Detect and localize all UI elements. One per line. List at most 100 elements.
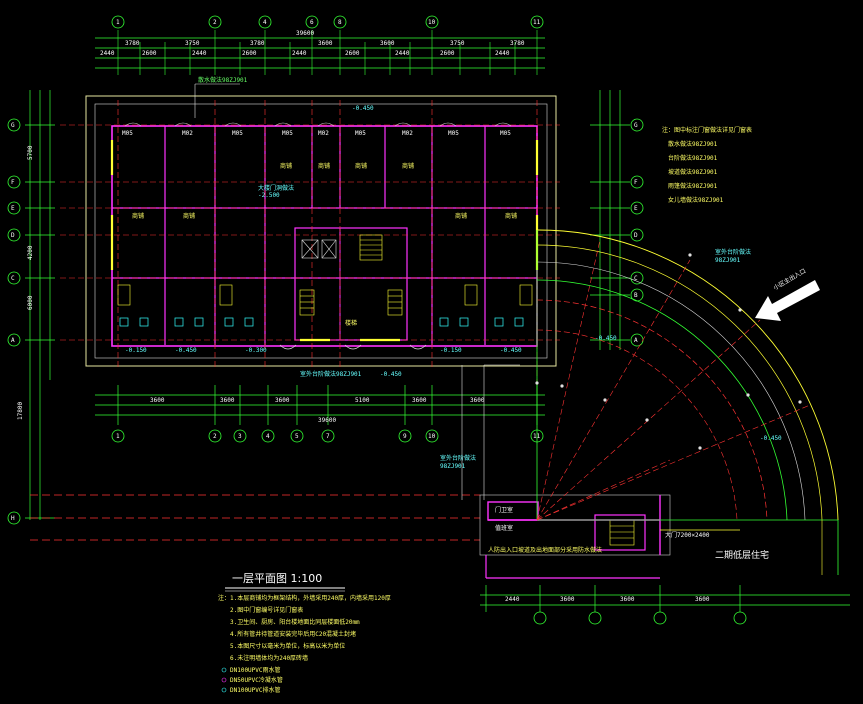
- guard-labels: 门卫室 值班室 人防出入口坡道及出地面部分采用防水做法 大门7200×2400 …: [440, 454, 769, 561]
- svg-text:M02: M02: [318, 130, 329, 137]
- svg-text:-0.300: -0.300: [245, 347, 267, 354]
- svg-text:室外台阶做法98ZJ901: 室外台阶做法98ZJ901: [300, 370, 362, 378]
- svg-text:10: 10: [428, 433, 436, 440]
- svg-text:M05: M05: [448, 130, 459, 137]
- top-total-dim: 39600: [296, 30, 314, 37]
- svg-text:雨篷做法98ZJ901: 雨篷做法98ZJ901: [668, 182, 718, 190]
- svg-text:2600: 2600: [345, 50, 360, 57]
- svg-text:散水做法98ZJ901: 散水做法98ZJ901: [198, 76, 248, 84]
- svg-text:商铺: 商铺: [183, 212, 195, 220]
- svg-text:3600: 3600: [275, 397, 290, 404]
- bottom-axis-labels: 1 2 3 4 5 7 9 10 11: [116, 433, 541, 440]
- svg-text:F: F: [11, 179, 15, 186]
- radial-points: [535, 253, 802, 450]
- svg-text:2440: 2440: [192, 50, 207, 57]
- top-dimension-chain: [95, 37, 545, 69]
- svg-text:3600: 3600: [380, 40, 395, 47]
- top-axis-bubbles: [111, 15, 544, 29]
- radial-lines: [536, 239, 811, 521]
- svg-text:商铺: 商铺: [355, 162, 367, 170]
- svg-text:-0.450: -0.450: [595, 335, 617, 342]
- svg-text:商铺: 商铺: [280, 162, 292, 170]
- road-lines: [30, 364, 520, 541]
- svg-text:2.图中门窗编号详见门窗表: 2.图中门窗编号详见门窗表: [230, 606, 303, 614]
- svg-text:室外台阶做法: 室外台阶做法: [715, 248, 751, 256]
- svg-text:10: 10: [428, 19, 436, 26]
- svg-text:3780: 3780: [125, 40, 140, 47]
- svg-text:7: 7: [326, 433, 330, 440]
- svg-text:大门7200×2400: 大门7200×2400: [665, 531, 710, 539]
- svg-text:3600: 3600: [412, 397, 427, 404]
- svg-text:M02: M02: [402, 130, 413, 137]
- svg-text:98ZJ901: 98ZJ901: [440, 463, 466, 470]
- red-axis-grid: [60, 100, 560, 420]
- svg-text:商铺: 商铺: [318, 162, 330, 170]
- entrance-arrow: 小区主出入口: [755, 267, 820, 321]
- svg-text:5: 5: [295, 433, 299, 440]
- svg-text:17800: 17800: [17, 402, 24, 420]
- drawing-title: 一层平面图 1:100: [225, 572, 345, 592]
- svg-text:M05: M05: [122, 130, 133, 137]
- svg-text:门卫室: 门卫室: [495, 506, 513, 514]
- bottom-right-dims: [480, 585, 850, 612]
- svg-text:-0.150: -0.150: [440, 347, 462, 354]
- svg-text:39600: 39600: [318, 417, 336, 424]
- svg-text:2: 2: [213, 433, 217, 440]
- right-axis-bubbles: [630, 118, 644, 347]
- svg-text:2440: 2440: [495, 50, 510, 57]
- room-labels: M05 M02 M05 M05 M02 M05 M02 M05 M05 商铺 商…: [122, 105, 517, 327]
- bottom-dim-texts: 3600 3600 3600 5100 3600 3600 39600: [150, 397, 485, 424]
- svg-text:-0.450: -0.450: [760, 435, 782, 442]
- door-swings: [124, 122, 512, 350]
- svg-text:散水做法98ZJ901: 散水做法98ZJ901: [668, 140, 718, 148]
- svg-text:3750: 3750: [450, 40, 465, 47]
- svg-text:F: F: [634, 179, 638, 186]
- svg-text:98ZJ901: 98ZJ901: [715, 257, 741, 264]
- svg-text:2600: 2600: [440, 50, 455, 57]
- svg-text:一层平面图 1:100: 一层平面图 1:100: [232, 572, 322, 585]
- svg-text:坡道做法98ZJ901: 坡道做法98ZJ901: [668, 168, 718, 176]
- svg-text:8: 8: [338, 19, 342, 26]
- left-axis-labels: G F E D C A H: [11, 122, 15, 522]
- svg-text:2600: 2600: [242, 50, 257, 57]
- svg-text:2440: 2440: [292, 50, 307, 57]
- svg-text:M05: M05: [500, 130, 511, 137]
- svg-text:1: 1: [116, 433, 120, 440]
- svg-text:2440: 2440: [505, 596, 520, 603]
- svg-text:-0.450: -0.450: [500, 347, 522, 354]
- svg-text:G: G: [11, 122, 15, 129]
- svg-text:商铺: 商铺: [402, 162, 414, 170]
- svg-text:商铺: 商铺: [455, 212, 467, 220]
- svg-text:人防出入口坡道及出地面部分采用防水做法: 人防出入口坡道及出地面部分采用防水做法: [488, 546, 602, 554]
- right-dimension-chain: [590, 90, 630, 350]
- right-axis-labels: G F E D C B A: [634, 122, 638, 344]
- svg-text:台阶做法98ZJ901: 台阶做法98ZJ901: [668, 154, 718, 162]
- svg-text:6: 6: [310, 19, 314, 26]
- svg-text:二期低层住宅: 二期低层住宅: [715, 549, 769, 561]
- svg-text:3.卫生间、厨房、阳台楼地面比同层楼面低20mm: 3.卫生间、厨房、阳台楼地面比同层楼面低20mm: [230, 618, 360, 626]
- svg-text:D: D: [634, 232, 638, 239]
- svg-text:C: C: [11, 275, 15, 282]
- svg-text:M02: M02: [182, 130, 193, 137]
- top-dim-texts: 39600 3780 3750 3780 3600 3600 3750 3780…: [100, 30, 525, 57]
- svg-text:5.本图尺寸以毫米为单位，标高以米为单位: 5.本图尺寸以毫米为单位，标高以米为单位: [230, 642, 345, 650]
- svg-text:5100: 5100: [355, 397, 370, 404]
- svg-text:A: A: [634, 337, 638, 344]
- svg-text:3: 3: [238, 433, 242, 440]
- svg-text:DN100UPVC雨水管: DN100UPVC雨水管: [230, 666, 281, 674]
- svg-text:室外台阶做法: 室外台阶做法: [440, 454, 476, 462]
- svg-text:3600: 3600: [695, 596, 710, 603]
- svg-text:11: 11: [533, 19, 541, 26]
- svg-text:1: 1: [116, 19, 120, 26]
- svg-text:3600: 3600: [470, 397, 485, 404]
- left-axis-bubbles: [7, 118, 21, 525]
- general-notes: 注： 1.本层商铺均为框架结构，外墙采用240厚，内墙采用120厚 2.图中门窗…: [218, 594, 391, 694]
- svg-text:注：: 注：: [218, 594, 230, 602]
- bathroom-fixtures: [119, 317, 524, 327]
- svg-text:3600: 3600: [620, 596, 635, 603]
- svg-text:3750: 3750: [185, 40, 200, 47]
- stairs: [117, 234, 635, 546]
- wall-ref-leader: 散水做法98ZJ901 室外台阶做法98ZJ901: [194, 76, 362, 378]
- svg-text:6.未注明墙体均为240厚砖墙: 6.未注明墙体均为240厚砖墙: [230, 654, 308, 662]
